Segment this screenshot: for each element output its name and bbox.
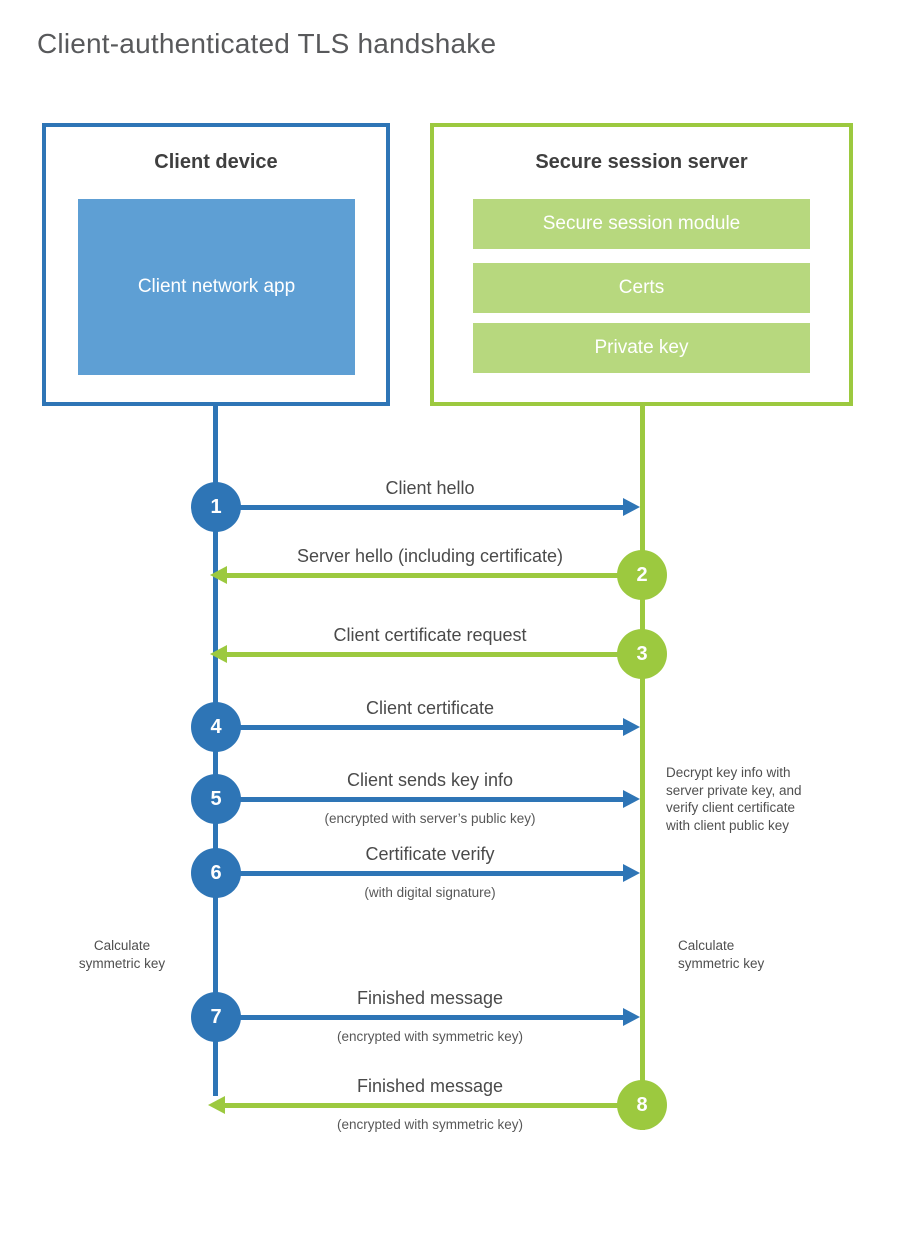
msg-label-client-key-info: Client sends key info [346, 770, 514, 790]
arrowhead-right-icon [623, 790, 640, 808]
arrow-client-hello [216, 498, 640, 516]
arrowhead-left-icon [210, 645, 227, 663]
arrow-client-cert-request [210, 645, 642, 663]
msg-label-certificate-verify: Certificate verify [365, 844, 495, 864]
arrow-certificate-verify [216, 864, 640, 882]
msg-label-finished-server: Finished message [356, 1076, 504, 1096]
step-circle-8: 8 [617, 1080, 667, 1130]
client-device-title: Client device [154, 151, 278, 173]
arrowhead-right-icon [623, 498, 640, 516]
msg-label-client-certificate: Client certificate [365, 698, 495, 718]
client-network-app-box: Client network app [78, 199, 355, 375]
msg-label-finished-client: Finished message [356, 988, 504, 1008]
private-key-box: Private key [473, 323, 810, 373]
client-network-app-label: Client network app [137, 276, 296, 297]
msg-sub-finished-client: (encrypted with symmetric key) [336, 1029, 524, 1044]
decrypt-key-note: Decrypt key info with server private key… [666, 765, 802, 833]
certs-box: Certs [473, 263, 810, 313]
msg-sub-finished-server: (encrypted with symmetric key) [336, 1117, 524, 1132]
secure-session-server-title: Secure session server [535, 151, 748, 173]
step-circle-7: 7 [191, 992, 241, 1042]
arrowhead-left-icon [210, 566, 227, 584]
step-circle-3: 3 [617, 629, 667, 679]
calculate-symmetric-key-server-note: Calculate symmetric key [678, 938, 765, 971]
step-circle-6: 6 [191, 848, 241, 898]
arrowhead-right-icon [623, 718, 640, 736]
arrow-finished-client [216, 1008, 640, 1026]
page-title: Client-authenticated TLS handshake [37, 28, 497, 59]
arrowhead-left-icon [208, 1096, 225, 1114]
step-circle-2: 2 [617, 550, 667, 600]
arrow-client-key-info [216, 790, 640, 808]
msg-label-client-hello: Client hello [385, 478, 475, 498]
arrow-server-hello [210, 566, 642, 584]
msg-label-server-hello: Server hello (including certificate) [296, 546, 564, 566]
calculate-symmetric-key-client-note: Calculate symmetric key [78, 938, 166, 971]
arrowhead-right-icon [623, 1008, 640, 1026]
step-circle-1: 1 [191, 482, 241, 532]
secure-session-module-box: Secure session module [473, 199, 810, 249]
arrow-finished-server [208, 1096, 642, 1114]
step-circle-5: 5 [191, 774, 241, 824]
msg-sub-certificate-verify: (with digital signature) [364, 885, 496, 900]
server-lifeline [640, 406, 645, 1130]
arrowhead-right-icon [623, 864, 640, 882]
msg-label-client-cert-request: Client certificate request [333, 625, 527, 645]
msg-sub-client-key-info: (encrypted with server’s public key) [324, 811, 536, 826]
step-circle-4: 4 [191, 702, 241, 752]
arrow-client-certificate [216, 718, 640, 736]
